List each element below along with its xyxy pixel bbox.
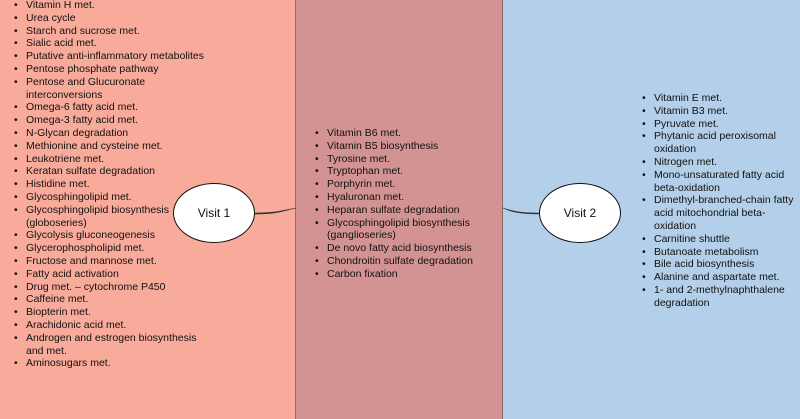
shared-list: Vitamin B6 met. Vitamin B5 biosynthesis … — [313, 127, 495, 281]
list-item: Glycosphingolipid biosynthesis (globoser… — [12, 204, 214, 230]
visit2-label: Visit 2 — [563, 206, 597, 220]
list-item: Heparan sulfate degradation — [313, 204, 495, 217]
list-item: Porphyrin met. — [313, 178, 495, 191]
list-item: Arachidonic acid met. — [12, 319, 214, 332]
visit2-list: Vitamin E met. Vitamin B3 met. Pyruvate … — [640, 92, 798, 310]
visit1-list: Vitamin H met. Urea cycle Starch and suc… — [12, 0, 212, 370]
list-item: Fatty acid activation — [12, 268, 214, 281]
list-item: Fructose and mannose met. — [12, 255, 214, 268]
list-item: Pyruvate met. — [640, 118, 798, 131]
list-item: Glycerophospholipid met. — [12, 242, 214, 255]
list-item: Pentose phosphate pathway — [12, 63, 214, 76]
list-item: Histidine met. — [12, 178, 214, 191]
list-item: Methionine and cysteine met. — [12, 140, 214, 153]
list-item: Vitamin B6 met. — [313, 127, 495, 140]
list-item: Sialic acid met. — [12, 37, 214, 50]
list-item: Bile acid biosynthesis — [640, 258, 798, 271]
list-item: Putative anti-inflammatory metabolites — [12, 50, 214, 63]
list-item: Alanine and aspartate met. — [640, 271, 798, 284]
list-item: De novo fatty acid biosynthesis — [313, 242, 495, 255]
visit1-label: Visit 1 — [197, 206, 231, 220]
list-item: Pentose and Glucuronate interconversions — [12, 76, 214, 102]
list-item: Vitamin B5 biosynthesis — [313, 140, 495, 153]
list-item: Caffeine met. — [12, 293, 214, 306]
list-item: Dimethyl-branched-chain fatty acid mitoc… — [640, 194, 798, 232]
list-item: Vitamin H met. — [12, 0, 214, 12]
list-item: Nitrogen met. — [640, 156, 798, 169]
list-item: Drug met. – cytochrome P450 — [12, 281, 214, 294]
list-item: Carbon fixation — [313, 268, 495, 281]
list-item: Chondroitin sulfate degradation — [313, 255, 495, 268]
list-item: Tryptophan met. — [313, 165, 495, 178]
list-item: Glycosphingolipid biosynthesis (ganglios… — [313, 217, 495, 243]
visit1-ellipse: Visit 1 — [173, 183, 255, 243]
list-item: Vitamin E met. — [640, 92, 798, 105]
visit2-ellipse: Visit 2 — [539, 183, 621, 243]
list-item: Hyaluronan met. — [313, 191, 495, 204]
list-item: Tyrosine met. — [313, 153, 495, 166]
list-item: N-Glycan degradation — [12, 127, 214, 140]
list-item: Vitamin B3 met. — [640, 105, 798, 118]
list-item: Phytanic acid peroxisomal oxidation — [640, 130, 798, 156]
list-item: Omega-3 fatty acid met. — [12, 114, 214, 127]
list-item: Urea cycle — [12, 12, 214, 25]
list-item: Androgen and estrogen biosynthesis and m… — [12, 332, 214, 358]
list-item: Glycosphingolipid met. — [12, 191, 214, 204]
list-item: Omega-6 fatty acid met. — [12, 101, 214, 114]
list-item: Starch and sucrose met. — [12, 25, 214, 38]
list-item: Mono-unsaturated fatty acid beta-oxidati… — [640, 169, 798, 195]
list-item: Keratan sulfate degradation — [12, 165, 214, 178]
list-item: Aminosugars met. — [12, 357, 214, 370]
list-item: 1- and 2-methylnaphthalene degradation — [640, 284, 798, 310]
list-item: Glycolysis gluconeogenesis — [12, 229, 214, 242]
list-item: Leukotriene met. — [12, 153, 214, 166]
list-item: Butanoate metabolism — [640, 246, 798, 259]
list-item: Carnitine shuttle — [640, 233, 798, 246]
list-item: Biopterin met. — [12, 306, 214, 319]
